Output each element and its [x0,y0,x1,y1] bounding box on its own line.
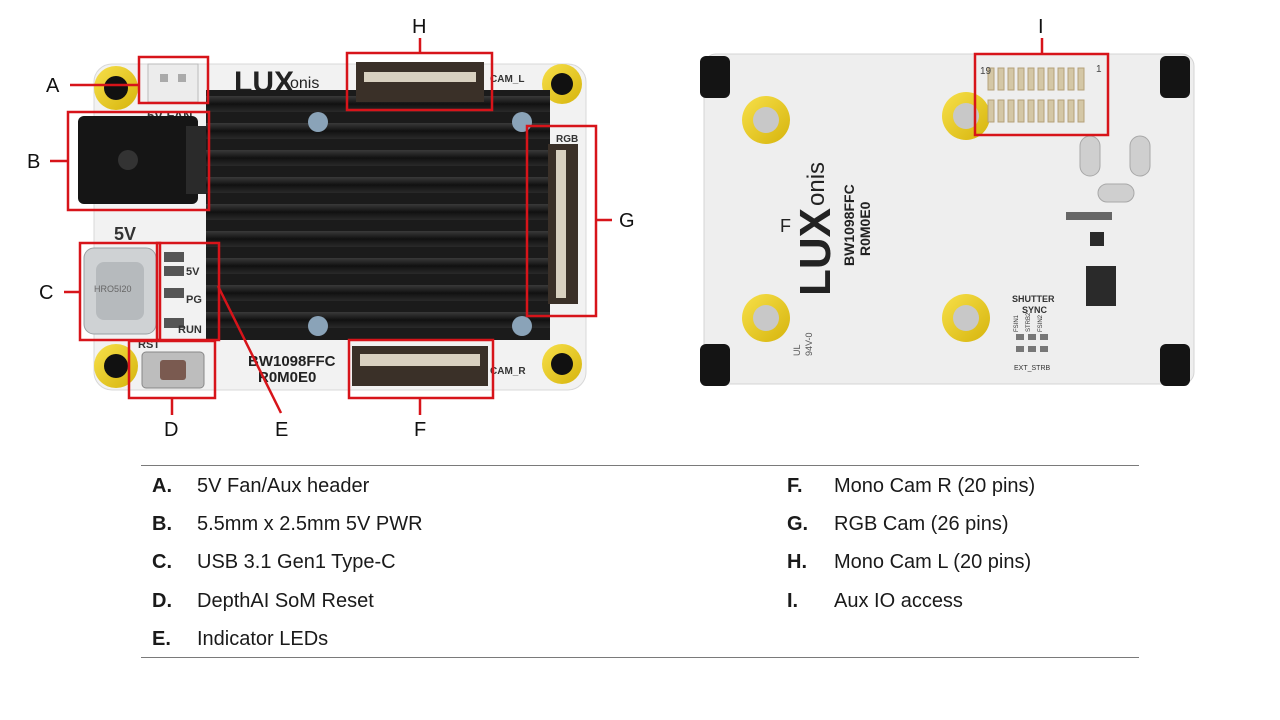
aux-io-pad [1078,100,1084,122]
pwr-label: 5V [114,224,136,244]
fsin2-label: FSIN2 [1038,314,1044,332]
aux-io-pad [1018,100,1024,122]
back-brand-onis: onis [803,162,830,206]
legend-key: B. [152,512,172,536]
led-run-label: RUN [178,324,202,336]
legend-text: Aux IO access [834,589,963,613]
legend-text: RGB Cam (26 pins) [834,512,1009,536]
board-diagram: LUX onis 5V FAN 5V HRO5I20 5V PG RUN RST [0,0,1280,460]
back-brand-lux: LUX [791,208,840,296]
heatsink-fin [206,177,550,193]
led-5v-label: 5V [186,266,200,278]
front-model: BW1098FFC [248,353,336,370]
cam-r-label: CAM_R [490,366,526,377]
board-back: 19 1 LUX onis BW1098FFC R0M0E0 F UL 94V-… [700,38,1194,386]
aux-io-pad [1068,68,1074,90]
svg-text:94V-0: 94V-0 [804,332,814,356]
heatsink [206,90,550,340]
aux-io-pad [1068,100,1074,122]
aux-io-pad [1078,68,1084,90]
heatsink-fin [206,231,550,247]
heatsink-fin [206,150,550,166]
heatsink-fin [206,312,550,328]
heatsink-fin [206,258,550,274]
aux-io-pad [998,68,1004,90]
back-model: BW1098FFC [841,184,857,266]
legend-key: E. [152,627,171,651]
legend-key: F. [787,474,803,498]
aux-io-pad [1028,100,1034,122]
aux-io-pad [1028,68,1034,90]
fsin1-label: FSIN1 [1014,314,1020,332]
aux-io-pad [1008,68,1014,90]
shutter-label: SHUTTER [1012,294,1055,304]
led-pg-label: PG [186,294,202,306]
legend-text: 5V Fan/Aux header [197,474,369,498]
aux-io-pad [1018,68,1024,90]
callout-d: D [164,419,178,441]
callout-g: G [619,210,635,232]
legend-key: D. [152,589,172,613]
legend-text: Indicator LEDs [197,627,328,651]
legend-key: G. [787,512,808,536]
legend-text: USB 3.1 Gen1 Type-C [197,550,396,574]
legend-text: 5.5mm x 2.5mm 5V PWR [197,512,423,536]
svg-text:UL: UL [792,344,802,356]
callout-b: B [27,151,40,173]
callout-f: F [414,419,426,441]
cam-l-label: CAM_L [490,74,524,85]
aux-io-pad [1038,100,1044,122]
legend-key: H. [787,550,807,574]
aux-io-pad [988,100,994,122]
legend-text: Mono Cam R (20 pins) [834,474,1035,498]
board-front: LUX onis 5V FAN 5V HRO5I20 5V PG RUN RST [50,38,612,415]
aux-io-pad [998,100,1004,122]
legend-key: A. [152,474,172,498]
fan-header [148,64,198,102]
callout-i: I [1038,16,1044,38]
back-revision: R0M0E0 [857,201,873,256]
legend-text: Mono Cam L (20 pins) [834,550,1031,574]
heatsink-fin [206,123,550,139]
heatsink-fin [206,285,550,301]
callout-h: H [412,16,426,38]
callout-a: A [46,75,60,97]
heatsink-fin [206,204,550,220]
ext-strb-label: EXT_STRB [1014,365,1051,372]
pin19-label: 19 [980,66,992,77]
legend-top-rule [141,465,1139,466]
strb2-label: STRB2 [1026,312,1032,332]
aux-io-pad [1048,100,1054,122]
legend-text: DepthAI SoM Reset [197,589,374,613]
aux-io-pad [1058,100,1064,122]
legend-bottom-rule [141,657,1139,658]
aux-io-pad [1008,100,1014,122]
legend-key: C. [152,550,172,574]
front-brand-onis: onis [290,75,319,92]
callout-e: E [275,419,288,441]
back-f-mark: F [780,216,791,236]
aux-io-pad [1038,68,1044,90]
usb-text: HRO5I20 [94,284,132,294]
aux-io-pad [1048,68,1054,90]
legend-key: I. [787,589,798,613]
pin1-label: 1 [1096,64,1102,75]
rgb-label: RGB [556,134,578,145]
aux-io-pad [1058,68,1064,90]
callout-c: C [39,282,53,304]
